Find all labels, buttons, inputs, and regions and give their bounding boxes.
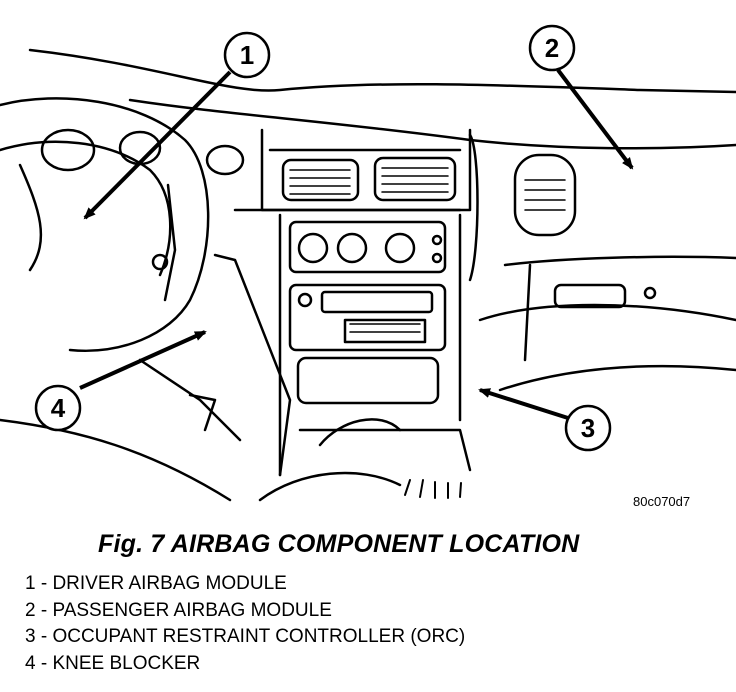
callout-1: 1 bbox=[223, 31, 271, 79]
figure-caption: Fig. 7 AIRBAG COMPONENT LOCATION bbox=[98, 530, 580, 558]
radio-unit bbox=[288, 283, 447, 352]
storage-bin bbox=[296, 356, 440, 405]
leader-arrow-2 bbox=[556, 68, 634, 170]
center-stack bbox=[233, 128, 472, 477]
dashboard-top-line bbox=[28, 48, 736, 94]
floor-console bbox=[0, 418, 472, 502]
callout-2: 2 bbox=[528, 24, 576, 72]
callout-2-label: 2 bbox=[545, 33, 559, 63]
legend-item-2: 2 - PASSENGER AIRBAG MODULE bbox=[25, 599, 332, 621]
callout-3-label: 3 bbox=[581, 413, 595, 443]
dashboard-upper-edge bbox=[128, 98, 736, 150]
leader-arrow-1 bbox=[83, 70, 232, 220]
hvac-controls bbox=[288, 220, 447, 274]
dashboard-diagram: 1 2 3 4 80c070d7 bbox=[0, 24, 736, 509]
steering-wheel bbox=[0, 97, 210, 352]
callout-4-label: 4 bbox=[51, 393, 66, 423]
leader-arrow-4 bbox=[79, 330, 207, 390]
callout-1-label: 1 bbox=[240, 40, 254, 70]
legend-list: 1 - DRIVER AIRBAG MODULE 2 - PASSENGER A… bbox=[25, 571, 465, 677]
instrument-cluster bbox=[40, 128, 245, 302]
callout-4: 4 bbox=[34, 384, 82, 432]
legend-item-3: 3 - OCCUPANT RESTRAINT CONTROLLER (ORC) bbox=[25, 626, 466, 647]
callout-3: 3 bbox=[564, 404, 612, 452]
leader-arrow-3 bbox=[478, 388, 569, 420]
image-code: 80c070d7 bbox=[633, 494, 690, 509]
legend-item-4: 4 - KNEE BLOCKER bbox=[25, 652, 201, 674]
center-vents bbox=[281, 156, 457, 202]
knee-blocker-area bbox=[138, 253, 292, 477]
legend-item-1: 1 - DRIVER AIRBAG MODULE bbox=[25, 573, 287, 594]
passenger-dash bbox=[468, 133, 736, 392]
